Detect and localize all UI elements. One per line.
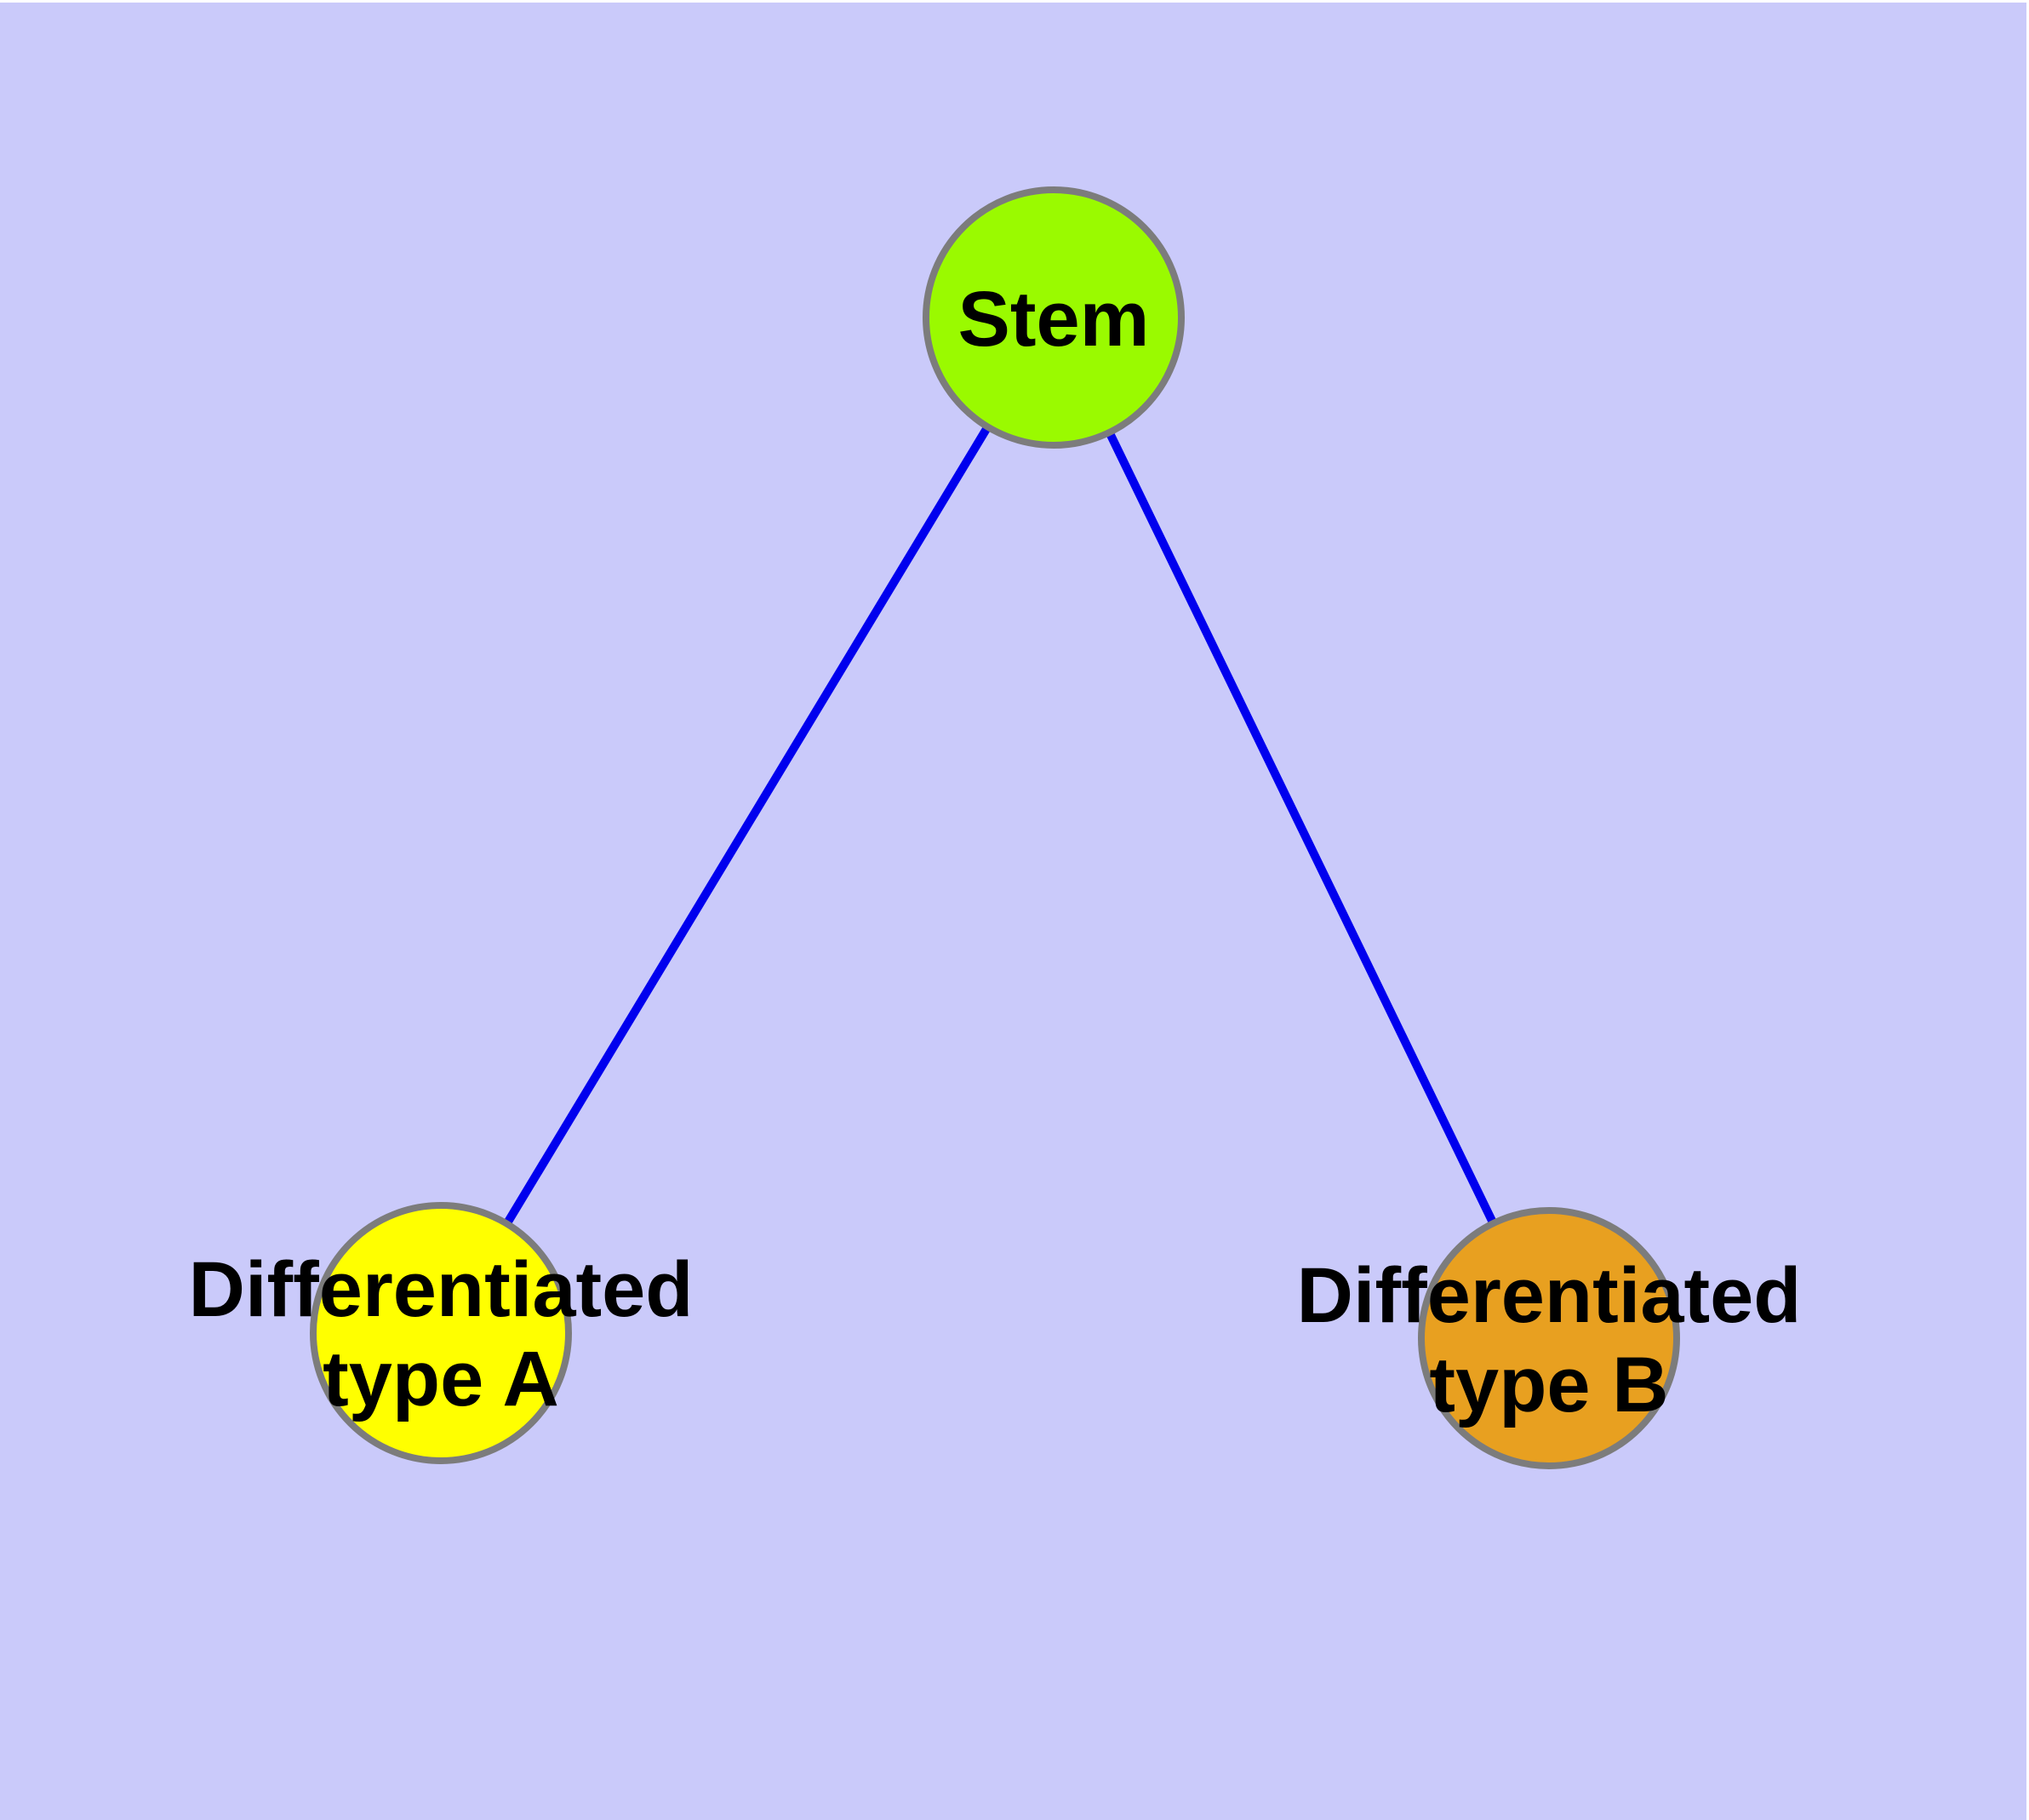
node-type-a-label-line2: type A: [323, 1336, 559, 1422]
node-type-b-circle: [1418, 1207, 1680, 1469]
node-stem-circle: [923, 186, 1185, 449]
node-type-a-label-line1: Differentiated: [189, 1246, 694, 1333]
node-stem-label: Stem: [958, 276, 1150, 363]
node-type-b-label-line1: Differentiated: [1297, 1252, 1802, 1339]
node-type-a-circle: [310, 1202, 572, 1464]
node-type-b-label-line2: type B: [1429, 1342, 1668, 1428]
edge-stem-to-type-a: [437, 315, 1058, 1336]
edge-stem-to-type-b: [1049, 315, 1553, 1341]
